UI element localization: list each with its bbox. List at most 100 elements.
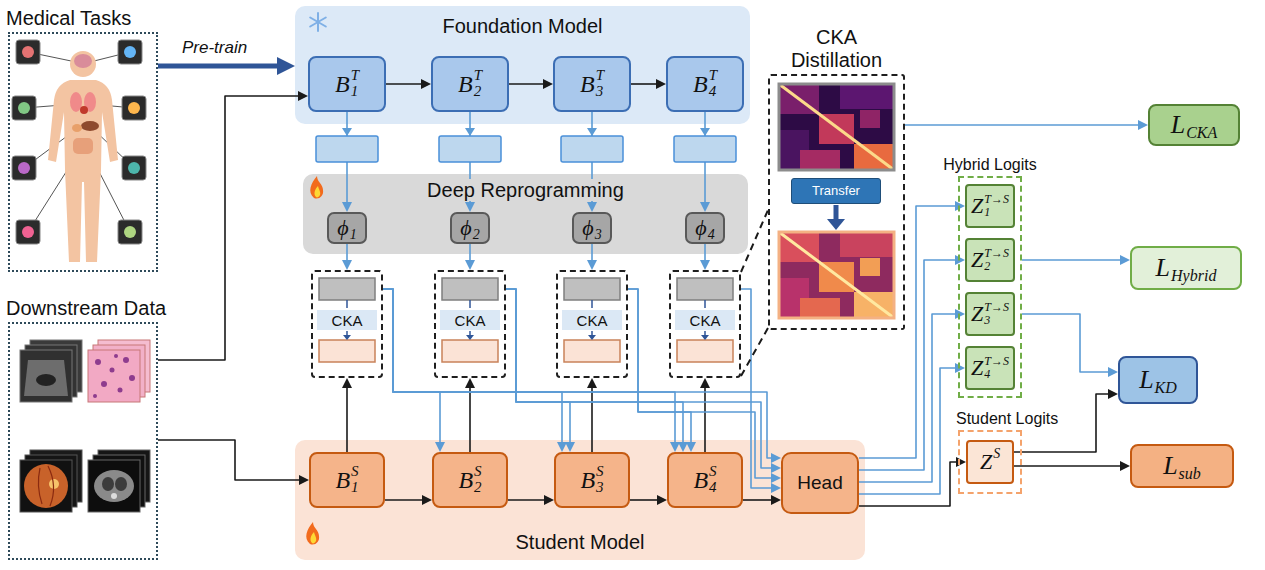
connector-arrow <box>591 384 593 452</box>
downstream-images <box>110 368 115 373</box>
math-symbol: L <box>1163 453 1177 479</box>
math-symbol: B <box>693 468 708 492</box>
student-block: BS4 <box>667 452 743 508</box>
label-group: ZT→S2 <box>971 247 1009 272</box>
subscript: 1 <box>351 84 359 100</box>
connector-arrow <box>158 440 303 480</box>
script-stack: T→S2 <box>984 247 1009 272</box>
connector-arrow <box>469 384 471 452</box>
cka-heatmap <box>779 84 894 170</box>
math-symbol: B <box>335 468 350 492</box>
cka-strip: CKA <box>317 310 377 330</box>
human-body-illustration <box>16 220 40 244</box>
loss-box: LHybrid <box>1130 246 1242 290</box>
human-body-illustration <box>12 40 146 262</box>
label-group: BS2 <box>458 464 481 496</box>
cka-heatmap <box>779 232 894 318</box>
superscript: S <box>596 464 604 480</box>
band-title: Deep Reprogramming <box>421 179 630 201</box>
connector-arrow <box>905 124 1142 126</box>
cka-label: CKA <box>577 313 608 328</box>
heading-row: CKA Distillation <box>770 26 903 72</box>
cka-inner-arrowhead <box>701 335 709 340</box>
subscript: 2 <box>473 228 480 243</box>
downstream-images <box>101 381 107 387</box>
band-fills <box>295 440 865 560</box>
connector-arrow <box>383 289 440 446</box>
human-body-illustration <box>16 40 40 64</box>
downstream-images <box>93 394 97 398</box>
cka-label: CKA <box>455 313 486 328</box>
connector-arrow <box>383 289 775 458</box>
subscript: 1 <box>350 228 357 243</box>
student-block: BS2 <box>432 452 508 508</box>
downstream-images <box>20 340 82 402</box>
label-group: ϕ1 <box>337 217 356 239</box>
downstream-images <box>36 374 56 386</box>
downstream-images <box>88 460 140 512</box>
connector-arrow <box>859 462 960 506</box>
human-body-illustration <box>128 102 140 114</box>
math-symbol: B <box>458 468 473 492</box>
connector-arrow <box>1022 259 1124 261</box>
subscript: 4 <box>709 84 717 100</box>
box-label: Transfer <box>812 184 860 198</box>
transfer-arrow <box>834 205 839 221</box>
heading-row: Hybrid Logits <box>943 156 1036 174</box>
connector-arrow <box>469 244 471 264</box>
downstream-images <box>88 340 150 402</box>
human-body-illustration <box>118 40 142 64</box>
math-symbol: B <box>335 72 350 96</box>
subscript: Hybrid <box>1171 268 1216 285</box>
cka-heatmap <box>779 84 894 170</box>
heading-row: Medical Tasks <box>6 7 131 30</box>
human-body-illustration <box>118 220 142 244</box>
heading-row: Downstream Data <box>6 297 166 320</box>
connector-arrow <box>508 499 548 501</box>
loss-box: LCKA <box>1148 104 1240 146</box>
cka-strip: CKA <box>562 310 622 330</box>
human-body-illustration <box>74 54 92 68</box>
downstream-images <box>102 477 114 491</box>
cka-heatmap <box>800 298 840 318</box>
cka-distillation-panel: CKA DistillationTransfer <box>768 74 905 330</box>
head-box: Head <box>781 452 859 514</box>
connector-arrow <box>741 328 768 376</box>
cka-heatmap <box>840 84 894 109</box>
subscript: 2 <box>984 260 990 273</box>
band-fills <box>295 6 750 124</box>
student-logit: ZS <box>966 440 1014 484</box>
script-stack: S2 <box>474 464 482 496</box>
script-stack: S3 <box>596 464 604 496</box>
student-feature-rect <box>677 340 733 362</box>
label-group: ZT→S3 <box>971 301 1009 326</box>
cka-inner-arrowhead <box>588 335 596 340</box>
student-feature-rect <box>319 340 375 362</box>
superscript: T <box>351 68 359 84</box>
teacher-block: BT1 <box>308 56 386 112</box>
human-body-illustration <box>18 162 30 174</box>
math-symbol: L <box>1171 112 1185 138</box>
math-symbol: ϕ <box>695 217 706 239</box>
hybrid-logit: ZT→S3 <box>965 292 1015 336</box>
trainable-flame-icon <box>306 522 319 545</box>
subscript: 1 <box>984 206 990 219</box>
subscript: 2 <box>474 84 482 100</box>
math-symbol: Z <box>971 357 983 379</box>
superscript: T→S <box>984 355 1009 368</box>
math-symbol: B <box>580 72 595 96</box>
label-group: LHybrid <box>1156 255 1217 281</box>
label-group: LCKA <box>1171 112 1218 138</box>
subscript: 4 <box>708 228 715 243</box>
label-group: BS3 <box>580 464 603 496</box>
image-panel: Downstream Data <box>8 322 158 560</box>
subscript: KD <box>1155 380 1177 397</box>
subscript: 1 <box>351 480 359 496</box>
label-group: Transfer <box>812 184 860 198</box>
cka-heatmap <box>860 110 880 128</box>
cka-heatmap <box>779 232 894 318</box>
label-group: LKD <box>1139 367 1177 393</box>
cka-inner-arrow <box>591 300 593 308</box>
script-stack: T4 <box>709 68 717 100</box>
